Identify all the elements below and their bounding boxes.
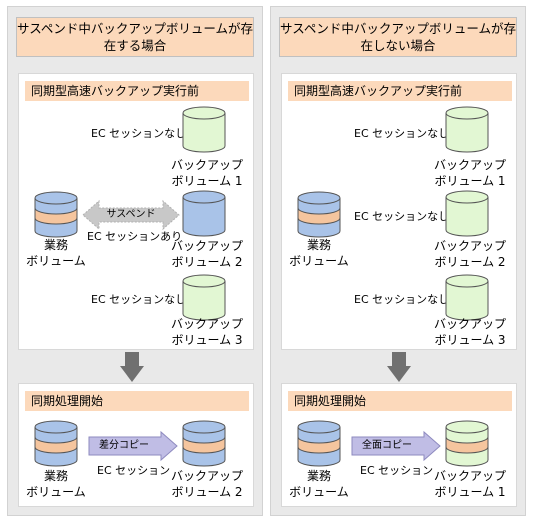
left-after-business-volume-icon — [34, 420, 78, 467]
left-backup1-line2: ボリューム 1 — [171, 174, 243, 188]
right-after-card: 同期処理開始 業務 ボリューム 全面コピー EC セッション バックアップ ボリ… — [281, 383, 517, 507]
left-after-target-label: バックアップ ボリューム 2 — [171, 468, 243, 500]
right-backup-volume-1-icon — [445, 106, 489, 153]
left-diff-copy-arrow — [88, 430, 178, 462]
left-backup1-session-label: EC セッションなし — [91, 127, 187, 140]
left-suspend-label: サスペンド — [106, 209, 156, 220]
right-business-line2: ボリューム — [289, 254, 349, 268]
left-backup2-line1: バックアップ — [171, 239, 244, 253]
left-backup3-line2: ボリューム 3 — [171, 333, 243, 347]
left-after-target-line2: ボリューム 2 — [171, 485, 243, 499]
right-full-copy-label: 全面コピー — [362, 440, 412, 451]
left-before-card: 同期型高速バックアップ実行前 EC セッションなし バックアップ ボリューム 1… — [18, 73, 254, 350]
left-backup2-label: バックアップ ボリューム 2 — [171, 238, 243, 270]
right-business-volume-label: 業務 ボリューム — [284, 237, 354, 269]
right-backup2-session-label: EC セッションなし — [354, 210, 450, 223]
left-business-volume-label: 業務 ボリューム — [21, 237, 91, 269]
left-backup1-line1: バックアップ — [171, 158, 244, 172]
left-business-line1: 業務 — [43, 238, 68, 252]
right-backup1-label: バックアップ ボリューム 1 — [434, 157, 506, 189]
right-transition-down-arrow — [387, 352, 411, 382]
left-business-line2: ボリューム — [26, 254, 86, 268]
left-backup1-label: バックアップ ボリューム 1 — [171, 157, 243, 189]
right-backup2-label: バックアップ ボリューム 2 — [434, 238, 506, 270]
right-backup2-line1: バックアップ — [434, 239, 507, 253]
left-after-session-label: EC セッション — [97, 464, 171, 477]
left-after-heading: 同期処理開始 — [25, 391, 249, 411]
left-transition-down-arrow — [120, 352, 144, 382]
right-before-card: 同期型高速バックアップ実行前 EC セッションなし バックアップ ボリューム 1… — [281, 73, 517, 350]
left-backup3-session-label: EC セッションなし — [91, 293, 187, 306]
left-before-heading: 同期型高速バックアップ実行前 — [25, 81, 249, 101]
left-backup-volume-3-icon — [182, 274, 226, 321]
left-backup2-line2: ボリューム 2 — [171, 255, 243, 269]
right-after-business-line1: 業務 — [306, 469, 331, 483]
right-before-heading: 同期型高速バックアップ実行前 — [288, 81, 512, 101]
right-backup3-line1: バックアップ — [434, 317, 507, 331]
right-after-heading: 同期処理開始 — [288, 391, 512, 411]
left-suspend-double-arrow — [82, 199, 180, 231]
left-after-target-line1: バックアップ — [171, 469, 244, 483]
left-backup-volume-1-icon — [182, 106, 226, 153]
right-business-line1: 業務 — [306, 238, 331, 252]
right-backup1-session-label: EC セッションなし — [354, 127, 450, 140]
right-after-target-line1: バックアップ — [434, 469, 507, 483]
right-backup-volume-2-icon — [445, 190, 489, 237]
right-after-business-label: 業務 ボリューム — [284, 468, 354, 500]
right-backup3-session-label: EC セッションなし — [354, 293, 450, 306]
right-scenario-panel: サスペンド中バックアップボリュームが存在しない場合 同期型高速バックアップ実行前… — [270, 6, 526, 516]
right-backup2-line2: ボリューム 2 — [434, 255, 506, 269]
left-after-target-volume-icon — [182, 420, 226, 467]
left-backup-volume-2-icon — [182, 190, 226, 237]
right-backup1-line1: バックアップ — [434, 158, 507, 172]
right-after-business-volume-icon — [297, 420, 341, 467]
left-scenario-panel: サスペンド中バックアップボリュームが存在する場合 同期型高速バックアップ実行前 … — [7, 6, 263, 516]
left-scenario-title: サスペンド中バックアップボリュームが存在する場合 — [16, 17, 254, 57]
left-title-text: サスペンド中バックアップボリュームが存在する場合 — [17, 21, 254, 53]
left-backup2-session-label: EC セッションあり — [87, 230, 183, 243]
right-backup3-label: バックアップ ボリューム 3 — [434, 316, 506, 348]
right-after-business-line2: ボリューム — [289, 485, 349, 499]
right-full-copy-arrow — [351, 430, 441, 462]
left-after-business-label: 業務 ボリューム — [21, 468, 91, 500]
left-after-business-line1: 業務 — [43, 469, 68, 483]
right-business-volume-icon — [297, 191, 341, 238]
right-backup1-line2: ボリューム 1 — [434, 174, 506, 188]
right-backup3-line2: ボリューム 3 — [434, 333, 506, 347]
left-after-card: 同期処理開始 業務 ボリューム 差分コピー EC セッション バックアップ ボリ… — [18, 383, 254, 507]
right-after-target-line2: ボリューム 1 — [434, 485, 506, 499]
left-after-business-line2: ボリューム — [26, 485, 86, 499]
right-after-target-label: バックアップ ボリューム 1 — [434, 468, 506, 500]
left-diff-copy-label: 差分コピー — [99, 440, 149, 451]
right-after-session-label: EC セッション — [360, 464, 434, 477]
left-backup3-line1: バックアップ — [171, 317, 244, 331]
right-backup-volume-3-icon — [445, 274, 489, 321]
left-backup3-label: バックアップ ボリューム 3 — [171, 316, 243, 348]
right-scenario-title: サスペンド中バックアップボリュームが存在しない場合 — [279, 17, 517, 57]
left-business-volume-icon — [34, 191, 78, 238]
right-after-target-volume-icon — [445, 420, 489, 467]
right-title-text: サスペンド中バックアップボリュームが存在しない場合 — [280, 21, 517, 53]
